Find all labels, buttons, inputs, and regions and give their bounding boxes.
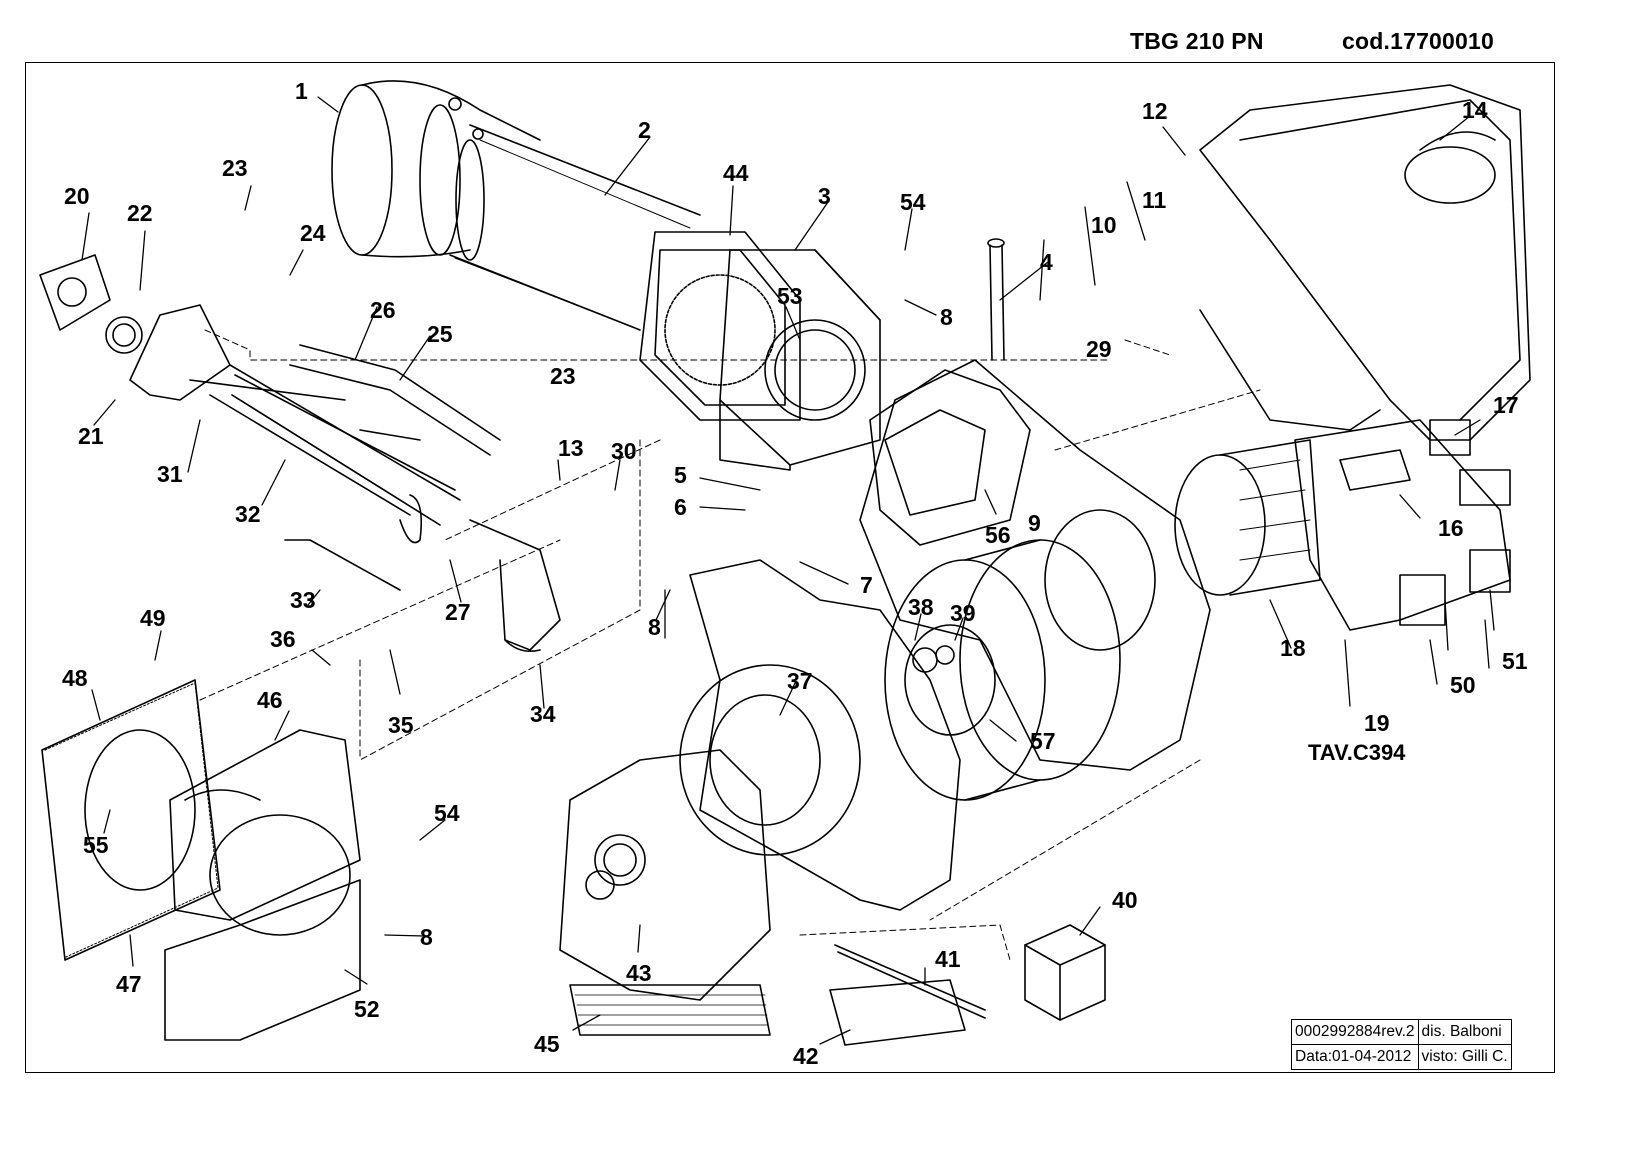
control-panel xyxy=(1294,419,1511,631)
mounting-flange xyxy=(41,679,361,1041)
callout-17: 17 xyxy=(1493,392,1519,418)
callout-53: 53 xyxy=(777,283,803,309)
callout-57: 57 xyxy=(1030,728,1056,754)
fan-housing xyxy=(679,559,961,911)
callout-10: 10 xyxy=(1091,212,1117,238)
callout-55: 55 xyxy=(83,832,109,858)
callout-56: 56 xyxy=(985,522,1011,548)
callout-25: 25 xyxy=(427,321,453,347)
callout-27: 27 xyxy=(445,599,471,625)
flange-casing xyxy=(639,231,881,471)
title-block: 0002992884rev.2 dis. Balboni Data:01-04-… xyxy=(1291,1019,1512,1070)
callout-20: 20 xyxy=(64,183,90,209)
callout-21: 21 xyxy=(78,423,104,449)
callout-2: 2 xyxy=(638,117,651,143)
motor xyxy=(1174,439,1321,596)
callout-16: 16 xyxy=(1438,515,1464,541)
callout-26: 26 xyxy=(370,297,396,323)
callout-52: 52 xyxy=(354,996,380,1022)
leader-lines xyxy=(81,96,1495,1045)
callout-6: 6 xyxy=(674,494,687,520)
reference-sheet: TAV.C394 xyxy=(1308,740,1406,765)
callout-31: 31 xyxy=(157,461,183,487)
callout-7: 7 xyxy=(860,572,873,598)
callout-5: 5 xyxy=(674,462,687,488)
leader-dashes xyxy=(199,329,1261,961)
callout-40: 40 xyxy=(1112,887,1138,913)
callout-41: 41 xyxy=(935,946,961,972)
callout-8b: 8 xyxy=(648,614,661,640)
doc-number: 0002992884rev.2 xyxy=(1291,1019,1419,1045)
drawing-code: cod.17700010 xyxy=(1342,28,1495,54)
blast-tube xyxy=(331,80,701,331)
callout-35: 35 xyxy=(388,712,414,738)
callout-3: 3 xyxy=(818,183,831,209)
callout-4: 4 xyxy=(1040,249,1053,275)
callout-13: 13 xyxy=(558,435,584,461)
small-parts xyxy=(569,924,1106,1046)
callout-30: 30 xyxy=(611,438,637,464)
callout-29: 29 xyxy=(1086,336,1112,362)
callout-47: 47 xyxy=(116,971,142,997)
drawing-date: Data:01-04-2012 xyxy=(1291,1044,1419,1070)
callout-32: 32 xyxy=(235,501,261,527)
sliding-bar xyxy=(869,238,1031,546)
model-title: TBG 210 PN xyxy=(1130,28,1264,54)
callout-9: 9 xyxy=(1028,510,1041,536)
drawing-frame xyxy=(25,62,1555,1073)
callout-1: 1 xyxy=(295,78,308,104)
callout-22: 22 xyxy=(127,200,153,226)
callout-24: 24 xyxy=(300,220,326,246)
fan-wheel xyxy=(859,359,1211,801)
callout-49: 49 xyxy=(140,605,166,631)
callout-50: 50 xyxy=(1450,672,1476,698)
front-cover xyxy=(559,749,771,1001)
callout-19: 19 xyxy=(1364,710,1390,736)
callout-43: 43 xyxy=(626,960,652,986)
callout-44: 44 xyxy=(723,160,749,186)
callout-51: 51 xyxy=(1502,648,1528,674)
callout-33: 33 xyxy=(290,587,316,613)
callout-14: 14 xyxy=(1462,97,1488,123)
callout-8c: 8 xyxy=(420,924,433,950)
callout-18: 18 xyxy=(1280,635,1306,661)
callout-11: 11 xyxy=(1142,187,1167,213)
callout-12: 12 xyxy=(1142,98,1168,124)
callout-54b: 54 xyxy=(434,800,460,826)
callout-37: 37 xyxy=(787,668,813,694)
callout-48: 48 xyxy=(62,665,88,691)
callout-34: 34 xyxy=(530,701,556,727)
control-cover xyxy=(1199,84,1531,441)
checked-by: visto: Gilli C. xyxy=(1417,1044,1512,1070)
nozzle-assembly xyxy=(39,254,561,653)
callout-36: 36 xyxy=(270,626,296,652)
callout-42: 42 xyxy=(793,1043,819,1069)
designer: dis. Balboni xyxy=(1417,1019,1512,1045)
callout-54a: 54 xyxy=(900,189,926,215)
callout-8a: 8 xyxy=(940,304,953,330)
callout-45: 45 xyxy=(534,1031,560,1057)
callout-38: 38 xyxy=(908,594,934,620)
callout-46: 46 xyxy=(257,687,283,713)
callout-23b: 23 xyxy=(550,363,576,389)
callout-23a: 23 xyxy=(222,155,248,181)
callout-39: 39 xyxy=(950,600,976,626)
